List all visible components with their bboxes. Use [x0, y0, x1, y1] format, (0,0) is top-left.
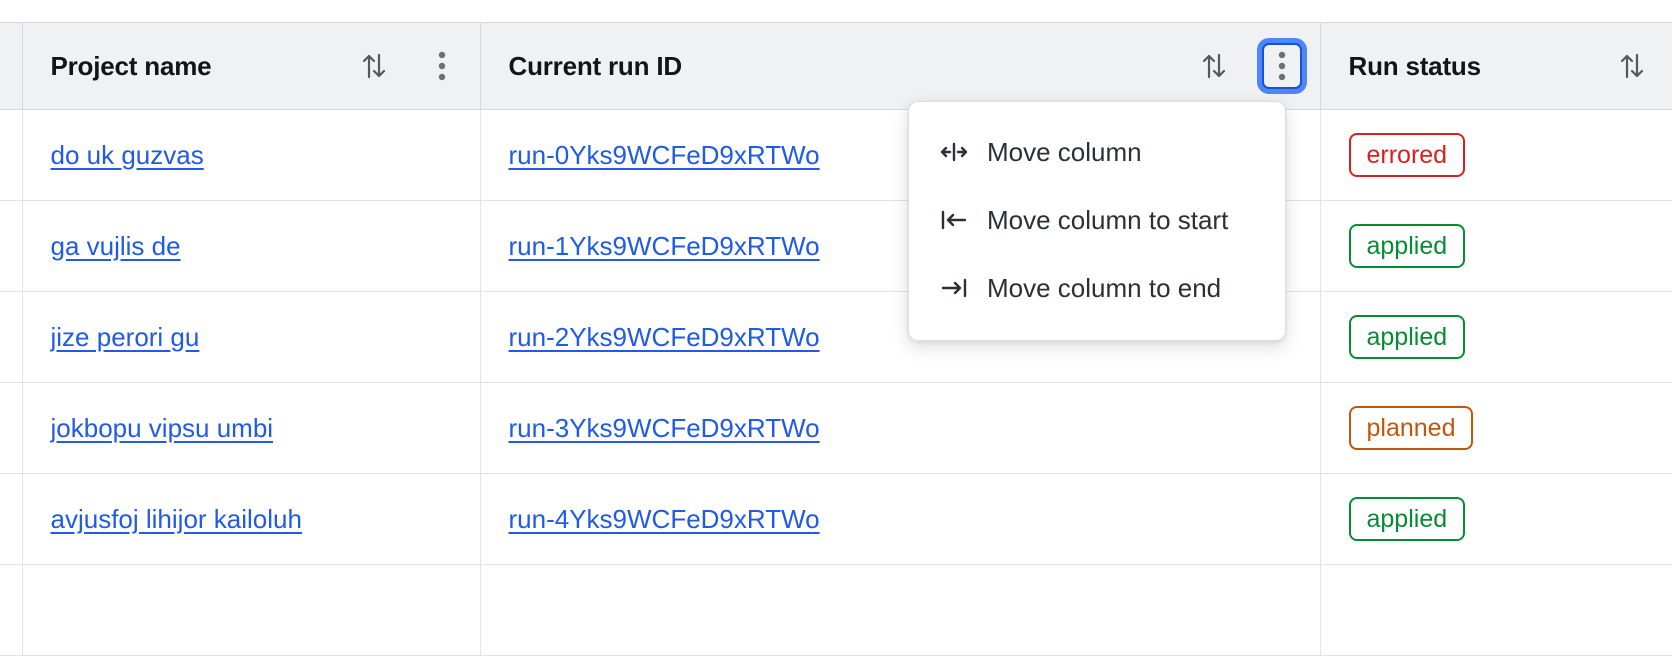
kebab-menu-icon	[1278, 51, 1285, 81]
move-to-end-icon	[937, 271, 971, 305]
projects-table: Project name	[0, 22, 1672, 656]
cell-project-name	[22, 564, 481, 656]
column-header-label-project-name: Project name	[50, 50, 212, 81]
cell-run-status	[1320, 564, 1672, 656]
run-id-link[interactable]: run-1Yks9WCFeD9xRTWo	[508, 230, 820, 261]
cell-project-name: avjusfoj lihijor kailoluh	[22, 473, 481, 565]
status-badge: applied	[1348, 315, 1466, 359]
project-name-link[interactable]: ga vujlis de	[50, 230, 181, 261]
run-id-link[interactable]: run-4Yks9WCFeD9xRTWo	[508, 503, 820, 534]
column-header-label-current-run-id: Current run ID	[508, 50, 683, 81]
cell-current-run-id: run-4Yks9WCFeD9xRTWo	[480, 473, 1321, 565]
status-badge: errored	[1348, 133, 1466, 177]
data-table-screen: Project name	[0, 22, 1672, 656]
header-gutter-cell	[0, 22, 23, 110]
cell-run-status: applied	[1320, 200, 1672, 292]
move-to-start-icon	[937, 203, 971, 237]
cell-current-run-id: run-3Yks9WCFeD9xRTWo	[480, 382, 1321, 474]
project-name-link[interactable]: jize perori gu	[50, 321, 200, 352]
cell-project-name: do uk guzvas	[22, 109, 481, 201]
sort-updown-icon-current-run-id[interactable]	[1192, 44, 1236, 88]
table-row: jokbopu vipsu umbi run-3Yks9WCFeD9xRTWo …	[0, 382, 1672, 474]
sort-updown-icon	[362, 53, 385, 79]
sort-updown-icon-run-status[interactable]	[1610, 44, 1654, 88]
column-header-project-name: Project name	[22, 22, 481, 110]
menu-item-move-column[interactable]: Move column	[909, 118, 1285, 186]
table-body: do uk guzvas run-0Yks9WCFeD9xRTWo errore…	[0, 109, 1672, 656]
column-header-label-run-status: Run status	[1348, 50, 1482, 81]
column-header-run-status: Run status	[1320, 22, 1672, 110]
column-menu-button-current-run-id[interactable]	[1261, 43, 1302, 89]
table-header-row: Project name	[0, 22, 1672, 110]
menu-item-label: Move column to end	[987, 272, 1222, 303]
project-name-link[interactable]: do uk guzvas	[50, 139, 204, 170]
sort-updown-icon	[1202, 53, 1225, 79]
status-badge: applied	[1348, 497, 1466, 541]
project-name-link[interactable]: avjusfoj lihijor kailoluh	[50, 503, 302, 534]
sort-updown-icon-project-name[interactable]	[352, 44, 396, 88]
cell-project-name: jokbopu vipsu umbi	[22, 382, 481, 474]
menu-item-label: Move column to start	[987, 204, 1229, 235]
run-id-link[interactable]: run-3Yks9WCFeD9xRTWo	[508, 412, 820, 443]
cell-run-status: errored	[1320, 109, 1672, 201]
project-name-link[interactable]: jokbopu vipsu umbi	[50, 412, 274, 443]
cell-current-run-id	[480, 564, 1321, 656]
move-column-horizontal-icon	[937, 135, 971, 169]
table-header: Project name	[0, 22, 1672, 110]
row-gutter-cell	[0, 200, 23, 292]
column-header-current-run-id: Current run ID	[480, 22, 1321, 110]
status-badge: applied	[1348, 224, 1466, 268]
kebab-menu-icon	[438, 51, 445, 81]
cell-run-status: applied	[1320, 473, 1672, 565]
cell-project-name: jize perori gu	[22, 291, 481, 383]
column-context-menu: Move column Move column to start Move co…	[908, 101, 1286, 341]
run-id-link[interactable]: run-2Yks9WCFeD9xRTWo	[508, 321, 820, 352]
sort-updown-icon	[1620, 53, 1644, 79]
table-row: ga vujlis de run-1Yks9WCFeD9xRTWo applie…	[0, 200, 1672, 292]
status-badge: planned	[1348, 406, 1474, 450]
table-row-partial	[0, 564, 1672, 656]
cell-run-status: applied	[1320, 291, 1672, 383]
cell-run-status: planned	[1320, 382, 1672, 474]
row-gutter-cell	[0, 564, 23, 656]
row-gutter-cell	[0, 473, 23, 565]
menu-item-move-column-to-start[interactable]: Move column to start	[909, 186, 1285, 254]
table-row: do uk guzvas run-0Yks9WCFeD9xRTWo errore…	[0, 109, 1672, 201]
row-gutter-cell	[0, 109, 23, 201]
column-menu-button-project-name[interactable]	[422, 43, 462, 89]
run-id-link[interactable]: run-0Yks9WCFeD9xRTWo	[508, 139, 820, 170]
row-gutter-cell	[0, 291, 23, 383]
menu-item-move-column-to-end[interactable]: Move column to end	[909, 254, 1285, 322]
table-row: avjusfoj lihijor kailoluh run-4Yks9WCFeD…	[0, 473, 1672, 565]
menu-item-label: Move column	[987, 136, 1142, 167]
cell-project-name: ga vujlis de	[22, 200, 481, 292]
row-gutter-cell	[0, 382, 23, 474]
table-row: jize perori gu run-2Yks9WCFeD9xRTWo appl…	[0, 291, 1672, 383]
